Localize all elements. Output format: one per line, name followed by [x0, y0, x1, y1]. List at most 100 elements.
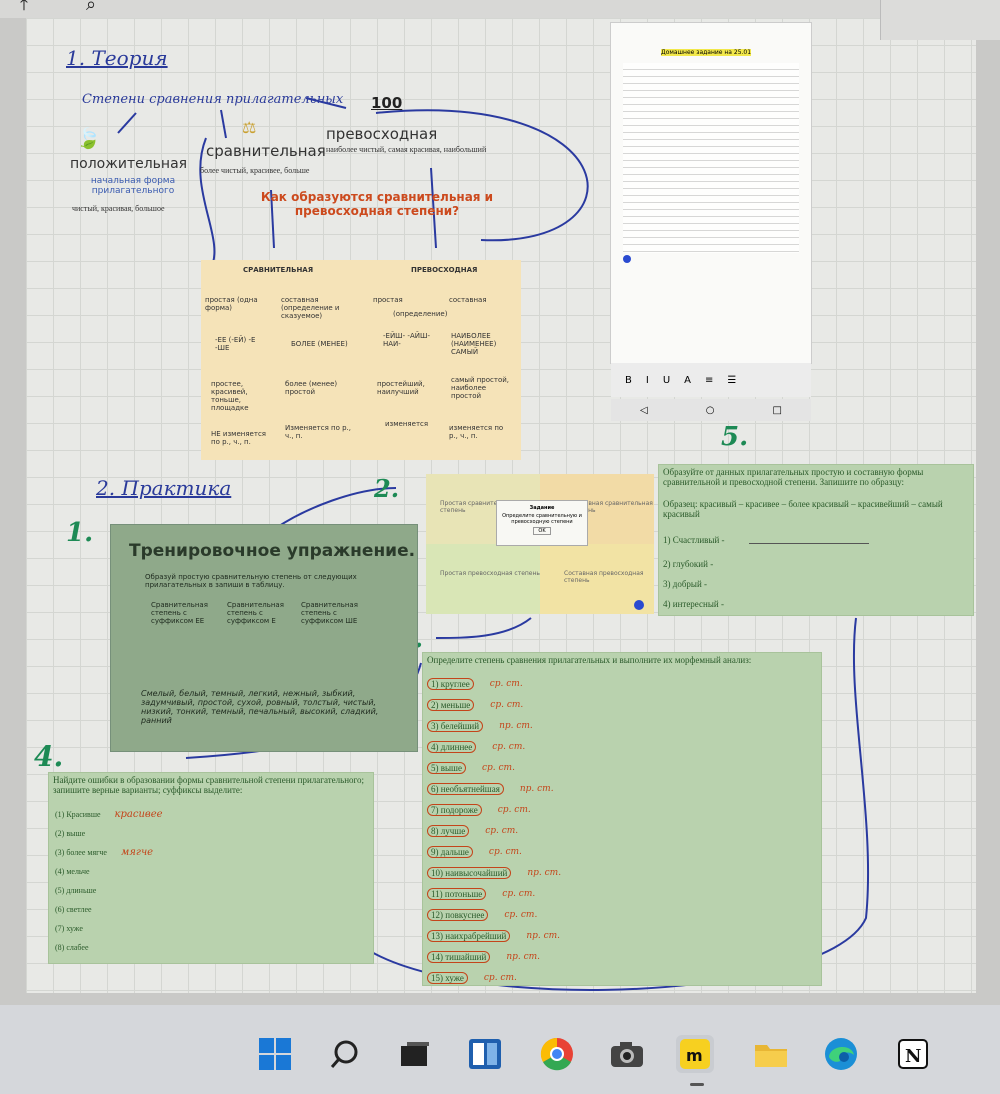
- exercise4-word: (1) Красивше: [55, 810, 101, 819]
- exercise3-mark: ср. ст.: [489, 678, 523, 689]
- exercise5-item-2: 2) глубокий -: [663, 559, 714, 569]
- camera-icon[interactable]: [608, 1035, 646, 1073]
- exercise3-mark: пр. ст.: [519, 783, 554, 794]
- exercise3-mark: пр. ст.: [526, 930, 561, 941]
- exercise4-word: (7) хуже: [55, 924, 83, 933]
- exercise4-item: (1) Красивше красивее: [55, 805, 365, 824]
- search-icon[interactable]: [326, 1035, 364, 1073]
- exercise3-item: 15) хуже ср. ст.: [427, 967, 817, 988]
- exercise4-word: (5) длиньше: [55, 886, 97, 895]
- doc-title: Домашнее задание на 25.01: [661, 49, 752, 56]
- doc-text-lines: [623, 63, 799, 253]
- table-more: БОЛЕЕ (МЕНЕЕ): [291, 340, 348, 348]
- exercise2-board[interactable]: Простая сравнительная степень Составная …: [426, 474, 654, 614]
- scales-icon: ⚖: [242, 118, 257, 137]
- exercise3-word: 11) потоньше: [427, 887, 487, 900]
- exercise4-word: (2) выше: [55, 829, 86, 838]
- miro-icon[interactable]: m: [676, 1035, 714, 1073]
- exercise3-word: 15) хуже: [427, 971, 468, 984]
- exercise5-card[interactable]: Образуйте от данных прилагательных прост…: [658, 464, 974, 616]
- table-simple1: простая (одна форма): [205, 296, 258, 312]
- positive-title: положительная: [70, 156, 188, 172]
- back-nav-icon[interactable]: ◁: [640, 404, 648, 416]
- homework-doc-preview[interactable]: Домашнее задание на 25.01 B I U A ≡ ☰ ◁ …: [610, 22, 812, 421]
- exercise3-title: Определите степень сравнения прилагатель…: [427, 655, 752, 665]
- folder-icon[interactable]: [752, 1035, 790, 1073]
- exercise3-mark: ср. ст.: [502, 888, 536, 899]
- exercise1-slide[interactable]: Тренировочное упражнение. Образуй просту…: [110, 524, 418, 752]
- notion-icon[interactable]: N: [894, 1035, 932, 1073]
- exercise4-correction: мягче: [120, 847, 154, 858]
- svg-text:N: N: [905, 1046, 921, 1067]
- exercise5-title: Образуйте от данных прилагательных прост…: [663, 467, 924, 487]
- task-view-icon[interactable]: [396, 1035, 434, 1073]
- android-nav-bar: ◁ ○ □: [611, 399, 811, 421]
- recents-nav-icon[interactable]: □: [772, 404, 782, 416]
- bold-button[interactable]: B: [625, 374, 632, 386]
- table-col2: ПРЕВОСХОДНАЯ: [411, 266, 478, 274]
- exercise4-title: Найдите ошибки в образовании формы сравн…: [53, 775, 365, 795]
- windows-start-icon[interactable]: [256, 1035, 294, 1073]
- export-icon[interactable]: ⤒: [20, 0, 28, 15]
- search-icon[interactable]: ⌕: [86, 0, 97, 15]
- exercise4-item: (6) светлее: [55, 900, 365, 919]
- exercise3-item: 6) необъятнейшая пр. ст.: [427, 778, 817, 799]
- table-n4: изменяется по р., ч., п.: [449, 424, 504, 440]
- exercise3-word: 10) наивысочайший: [427, 866, 512, 879]
- label-4: 4.: [34, 740, 64, 773]
- hundred-badge: 100: [371, 94, 403, 112]
- exercise3-word: 4) длиннее: [427, 740, 477, 753]
- info-dot-icon[interactable]: [634, 600, 644, 610]
- exercise4-word: (8) слабее: [55, 943, 89, 952]
- popup-ok-button[interactable]: OK: [533, 527, 551, 535]
- widgets-icon[interactable]: [466, 1035, 504, 1073]
- exercise3-word: 6) необъятнейшая: [427, 782, 504, 795]
- table-ex2: более (менее) простой: [285, 380, 338, 396]
- table-compound2: составная: [449, 296, 487, 304]
- table-n1: НЕ изменяется по р., ч., п.: [211, 430, 267, 446]
- align-button[interactable]: ≡: [705, 374, 714, 386]
- positive-examples: чистый, красивая, большое: [72, 204, 165, 213]
- italic-button[interactable]: I: [645, 374, 649, 386]
- exercise3-word: 3) белейший: [427, 719, 484, 732]
- exercise3-word: 5) выше: [427, 761, 466, 774]
- exercise1-words: Смелый, белый, темный, легкий, нежный, з…: [141, 689, 379, 725]
- chrome-icon[interactable]: [538, 1035, 576, 1073]
- theory-table: СРАВНИТЕЛЬНАЯ ПРЕВОСХОДНАЯ простая (одна…: [201, 260, 521, 460]
- exercise5-sample: Образец: красивый – красивее – более кра…: [663, 499, 943, 519]
- label-1: 1.: [66, 518, 94, 548]
- exercise3-mark: ср. ст.: [483, 972, 517, 983]
- whiteboard-canvas[interactable]: 1. Теория Степени сравнения прилагательн…: [26, 18, 976, 993]
- edge-icon[interactable]: [822, 1035, 860, 1073]
- home-nav-icon[interactable]: ○: [705, 404, 715, 416]
- table-simple2: простая: [373, 296, 403, 304]
- theory-question: Как образуются сравнительная и превосход…: [260, 190, 494, 218]
- list-button[interactable]: ☰: [727, 374, 737, 386]
- cursor-dot: [623, 255, 631, 263]
- underline-button[interactable]: U: [662, 374, 671, 386]
- exercise1-title: Тренировочное упражнение.: [129, 541, 416, 561]
- superlative-title: превосходная: [326, 125, 438, 143]
- label-2: 2.: [374, 474, 400, 503]
- table-ex3: простейший, наилучший: [377, 380, 425, 396]
- exercise3-word: 12) повкуснее: [427, 908, 489, 921]
- degrees-label: Степени сравнения прилагательных: [82, 92, 344, 107]
- exercise5-item-3: 3) добрый -: [663, 579, 708, 589]
- exercise4-word: (4) мельче: [55, 867, 90, 876]
- exercise3-mark: ср. ст.: [497, 804, 531, 815]
- exercise4-card[interactable]: Найдите ошибки в образовании формы сравн…: [48, 772, 374, 964]
- exercise3-word: 13) наихрабрейший: [427, 929, 511, 942]
- exercise4-item: (2) выше: [55, 824, 365, 843]
- exercise3-card[interactable]: Определите степень сравнения прилагатель…: [422, 652, 822, 986]
- text-color-button[interactable]: A: [684, 374, 691, 386]
- exercise4-item: (8) слабее: [55, 938, 365, 957]
- popup-text: Определите сравнительную и превосходную …: [502, 513, 582, 525]
- exercise4-correction: красивее: [114, 809, 163, 820]
